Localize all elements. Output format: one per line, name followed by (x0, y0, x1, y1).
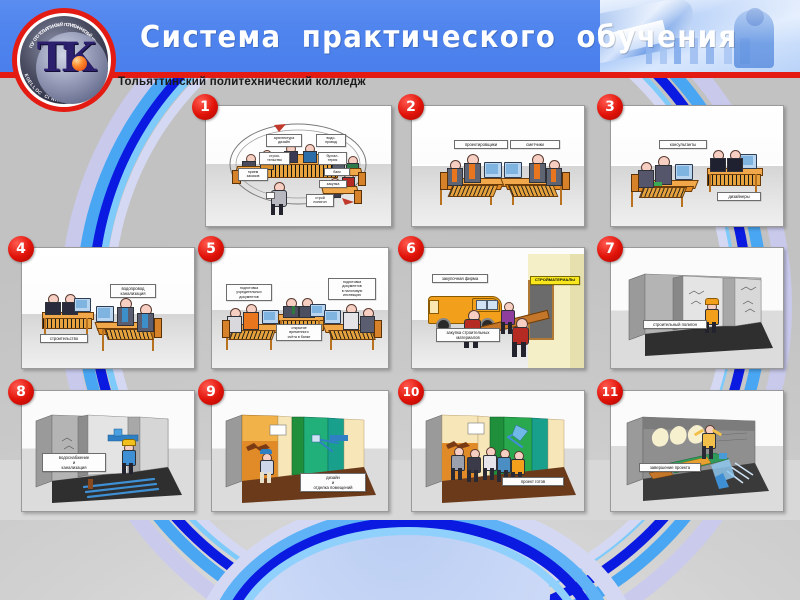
panel-1-label-7: строй полигон (306, 194, 334, 207)
panel-1-label-6: закупка (319, 180, 347, 189)
panel-1: архитектура дизайн водо- провод строи- т… (205, 105, 392, 227)
panel-badge-6: 6 (398, 236, 424, 262)
panel-badge-7: 7 (597, 236, 623, 262)
panel-2-scene: проектировщики сметчики (412, 106, 584, 226)
panel-2: проектировщики сметчики (411, 105, 585, 227)
panel-9-scene: дизайн и отделка помещений (212, 391, 388, 511)
panel-7: строительный полигон (610, 247, 784, 369)
panel-badge-3: 3 (597, 94, 623, 120)
panel-4-label-0: строительство (40, 334, 88, 344)
panel-8-label-0: водоснабжение и канализация (42, 453, 106, 473)
panel-6-label-0: закупочная фирма (432, 274, 488, 284)
panel-6-shop-sign: СТРОЙМАТЕРИАЛЫ (530, 276, 580, 285)
panel-1-label-4: прием заказов (238, 168, 268, 181)
scene-background (611, 106, 783, 164)
panel-1-label-2: строи- тельство (259, 152, 290, 165)
panel-1-label-5: банк (324, 168, 350, 177)
panel-11-scene: завершение проекта (611, 391, 783, 511)
panel-5-scene: подготовка учредительных документов откр… (212, 248, 388, 368)
panel-4: строительство водопровод канализация (21, 247, 195, 369)
panel-7-label-0: строительный полигон (643, 320, 707, 330)
bottom-arc-blue (216, 517, 606, 600)
panel-6-label-1: закупка строительных материалов (436, 328, 500, 343)
panel-8-scene: водоснабжение и канализация (22, 391, 194, 511)
panel-10-room (425, 414, 576, 503)
logo-monogram: ТК (36, 34, 97, 81)
panel-9: дизайн и отделка помещений (211, 390, 389, 512)
panel-11-label-0: завершение проекта (639, 463, 701, 473)
panel-9-room (225, 414, 376, 503)
panel-10: проект готов (411, 390, 585, 512)
panel-2-label-0: проектировщики (454, 140, 508, 150)
panel-badge-5: 5 (198, 236, 224, 262)
panel-badge-11: 11 (597, 379, 623, 405)
panel-9-label-0: дизайн и отделка помещений (300, 473, 366, 493)
bottom-arc-sky (204, 507, 620, 600)
panel-7-scene: строительный полигон (611, 248, 783, 368)
panel-8-room (35, 414, 182, 503)
page-subtitle: Тольяттинский политехнический колледж (118, 76, 366, 88)
panel-badge-9: 9 (198, 379, 224, 405)
panel-5-label-0: подготовка учредительных документов (226, 284, 272, 302)
panel-4-label-1: водопровод канализация (110, 284, 156, 299)
panel-3-scene: консультанты дизайнеры (611, 106, 783, 226)
panel-1-label-1: водо- провод (316, 134, 346, 147)
panel-11: завершение проекта (610, 390, 784, 512)
panel-5: подготовка учредительных документов откр… (211, 247, 389, 369)
header-red-divider (0, 72, 800, 78)
scene-background (412, 106, 584, 164)
panel-4-scene: строительство водопровод канализация (22, 248, 194, 368)
panel-1-label-3: бухгал- терия (318, 152, 347, 165)
panel-7-room (628, 273, 773, 356)
panel-1-label-0: архитектура дизайн (266, 134, 302, 147)
logo-sphere-icon (72, 56, 87, 71)
panel-2-label-1: сметчики (510, 140, 560, 150)
panel-10-label-0: проект готов (502, 477, 564, 487)
panel-badge-4: 4 (8, 236, 34, 262)
bottom-arc-sky-light (227, 527, 589, 600)
panel-badge-2: 2 (398, 94, 424, 120)
panel-10-scene: проект готов (412, 391, 584, 511)
panel-5-label-1: открытие временного счёта в банке (276, 324, 322, 342)
panel-3: консультанты дизайнеры (610, 105, 784, 227)
header-bar: Система практического обучения (0, 0, 800, 78)
panel-1-scene: архитектура дизайн водо- провод строи- т… (206, 106, 391, 226)
panel-5-label-2: подготовка документов в налоговую инспек… (328, 278, 376, 300)
panel-3-label-0: консультанты (659, 140, 707, 150)
circle-flow-arrow-icon (229, 123, 367, 205)
panel-8: водоснабжение и канализация (21, 390, 195, 512)
panel-badge-1: 1 (192, 94, 218, 120)
panel-11-room (626, 416, 769, 501)
panel-badge-10: 10 (398, 379, 424, 405)
panel-6: СТРОЙМАТЕРИАЛЫ закупочная ф (411, 247, 585, 369)
panel-3-label-1: дизайнеры (717, 192, 761, 202)
panel-badge-8: 8 (8, 379, 34, 405)
panel-6-scene: СТРОЙМАТЕРИАЛЫ закупочная ф (412, 248, 584, 368)
page-title: Система практического обучения (140, 20, 738, 55)
